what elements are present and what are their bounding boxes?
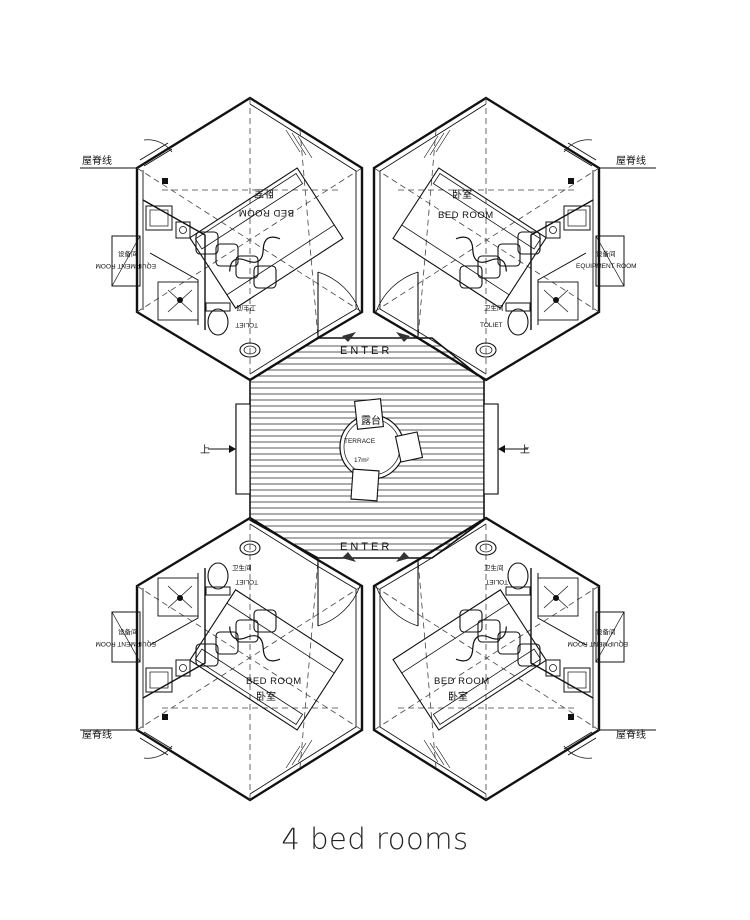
stair-up-left: 上 xyxy=(200,444,210,456)
terrace-furniture xyxy=(339,398,424,502)
terrace-deck xyxy=(208,332,528,562)
toilet-label-br: TOLIET xyxy=(485,578,508,585)
bedroom-unit-bottom-left xyxy=(78,516,364,802)
plan-caption: 4 bed rooms xyxy=(281,822,469,856)
terrace-label: TERRACE xyxy=(344,438,376,445)
bedroom-unit-top-left xyxy=(78,96,364,382)
equipment-cn-tr: 设备间 xyxy=(596,249,616,258)
enter-label-bottom: ENTER xyxy=(340,541,392,553)
toilet-cn-tl: 卫生间 xyxy=(237,304,257,313)
equipment-cn-br: 设备间 xyxy=(596,627,616,636)
bedroom-cn-tr: 卧室 xyxy=(452,188,472,201)
equipment-cn-tl: 设备间 xyxy=(118,249,138,258)
terrace-cn-label: 露台 xyxy=(361,414,381,427)
ridge-label-tr: 屋脊线 xyxy=(616,154,646,167)
ridge-label-tl: 屋脊线 xyxy=(82,154,112,167)
bedroom-cn-bl: 卧室 xyxy=(256,690,276,703)
toilet-cn-bl: 卫生间 xyxy=(232,563,252,572)
bedroom-label-br: BED ROOM xyxy=(434,676,490,687)
toilet-label-tl: TOLIET xyxy=(235,321,258,328)
toilet-cn-tr: 卫生间 xyxy=(484,303,504,312)
bedroom-cn-tl: 卧室 xyxy=(254,187,274,200)
ridge-label-br: 屋脊线 xyxy=(616,728,646,741)
bedroom-cn-br: 卧室 xyxy=(448,690,468,703)
ridge-label-bl: 屋脊线 xyxy=(82,728,112,741)
equipment-label-tl: EQUIPMENT ROOM xyxy=(95,262,156,269)
toilet-cn-br: 卫生间 xyxy=(484,563,504,572)
bedroom-label-tr: BED ROOM xyxy=(438,210,494,221)
toilet-label-tr: TOLIET xyxy=(480,322,503,329)
bedroom-label-bl: BED ROOM xyxy=(246,676,302,687)
bedroom-unit-top-right xyxy=(372,96,658,382)
equipment-label-bl: EQUIPMENT ROOM xyxy=(95,640,156,647)
stair-up-right: 上 xyxy=(520,444,530,456)
toilet-label-bl: TOLIET xyxy=(235,578,258,585)
enter-label-top: ENTER xyxy=(340,345,392,357)
bedroom-unit-bottom-right xyxy=(372,516,658,802)
equipment-label-br: EQUIPMENT ROOM xyxy=(567,640,628,647)
equipment-cn-bl: 设备间 xyxy=(118,627,138,636)
equipment-label-tr: EQUIPMENT ROOM xyxy=(576,263,637,270)
terrace-area-label: 17m² xyxy=(354,457,370,464)
bedroom-label-tl: BED ROOM xyxy=(238,207,294,218)
